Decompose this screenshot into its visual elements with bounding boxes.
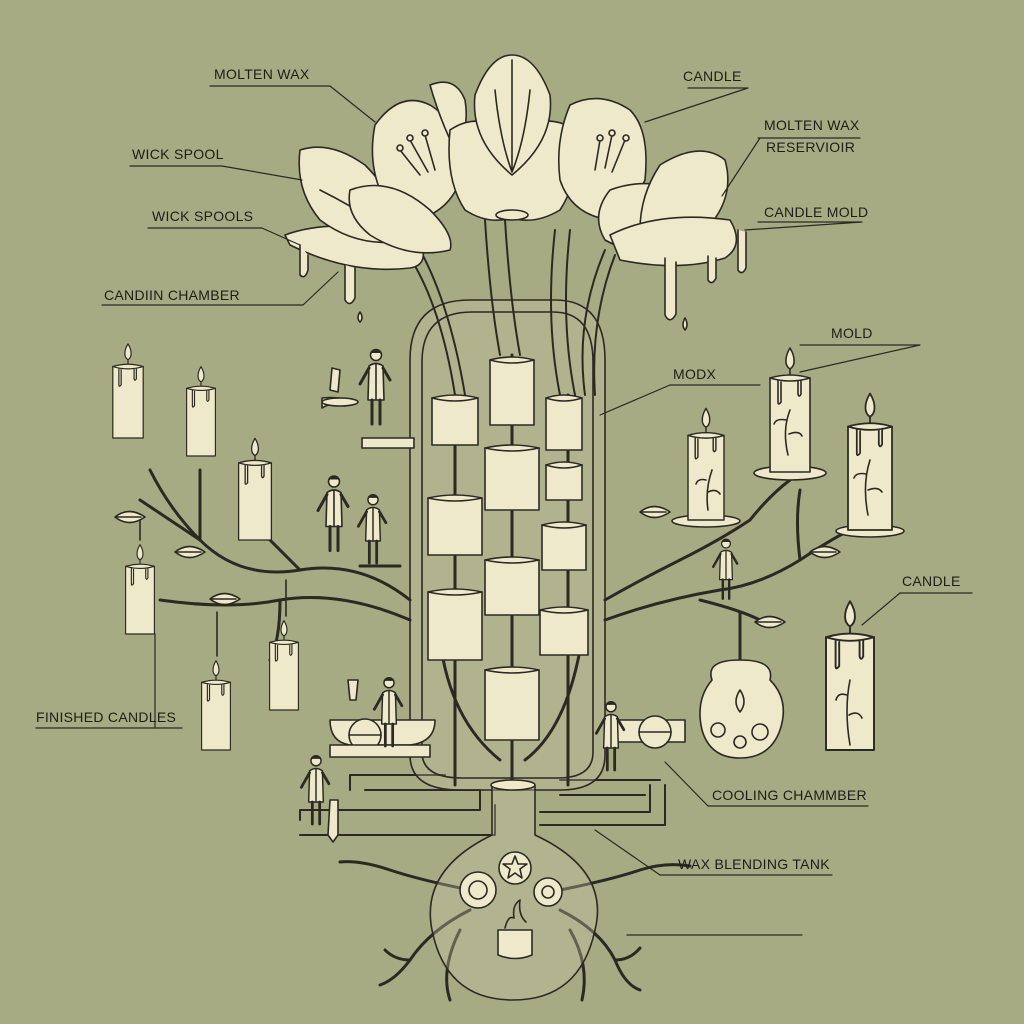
candle-stack-right	[539, 394, 589, 656]
flower-far-right	[609, 150, 747, 321]
candle-strings	[139, 519, 287, 657]
label-wick-spools: WICK SPOOLS	[152, 208, 254, 224]
label-mold: MOLD	[831, 325, 873, 341]
right-branches	[603, 478, 852, 662]
candle-stack-center	[484, 356, 540, 741]
right-leaves	[639, 505, 841, 629]
left-branches	[138, 468, 412, 662]
flower-center	[448, 54, 577, 221]
lower-workers	[299, 676, 436, 843]
label-wick-spool: WICK SPOOL	[132, 146, 224, 162]
label-molten-wax-reservoir-line2: RESERVIOIR	[766, 139, 856, 155]
label-modx: MODX	[673, 366, 717, 382]
roots	[338, 860, 692, 1002]
label-candle-top: CANDLE	[683, 68, 742, 84]
leader-lines	[35, 85, 973, 936]
label-molten-wax-reservoir-line1: MOLTEN WAX	[764, 117, 860, 133]
pipes	[299, 774, 666, 836]
label-finished-candles: FINISHED CANDLES	[36, 709, 177, 725]
stems	[404, 219, 616, 396]
label-candle-right: CANDLE	[902, 573, 961, 589]
label-cooling-chamber: COOLING CHAMMBER	[712, 787, 867, 803]
candle-stack-left	[427, 394, 483, 661]
right-candles	[671, 346, 905, 752]
mid-workers	[316, 474, 388, 565]
upper-worker-platform	[321, 348, 415, 449]
label-candle-mold: CANDLE MOLD	[764, 204, 869, 220]
flower-left	[348, 81, 468, 254]
label-wax-blending-tank: WAX BLENDING TANK	[678, 856, 830, 872]
wax-blending-tank	[429, 779, 599, 1001]
label-candiin-chamber: CANDIIN CHAMBER	[104, 287, 240, 303]
wax-drops	[357, 311, 688, 331]
hanging-candle-ornament	[699, 659, 785, 759]
right-workers	[594, 537, 739, 772]
label-molten-wax: MOLTEN WAX	[214, 66, 310, 82]
